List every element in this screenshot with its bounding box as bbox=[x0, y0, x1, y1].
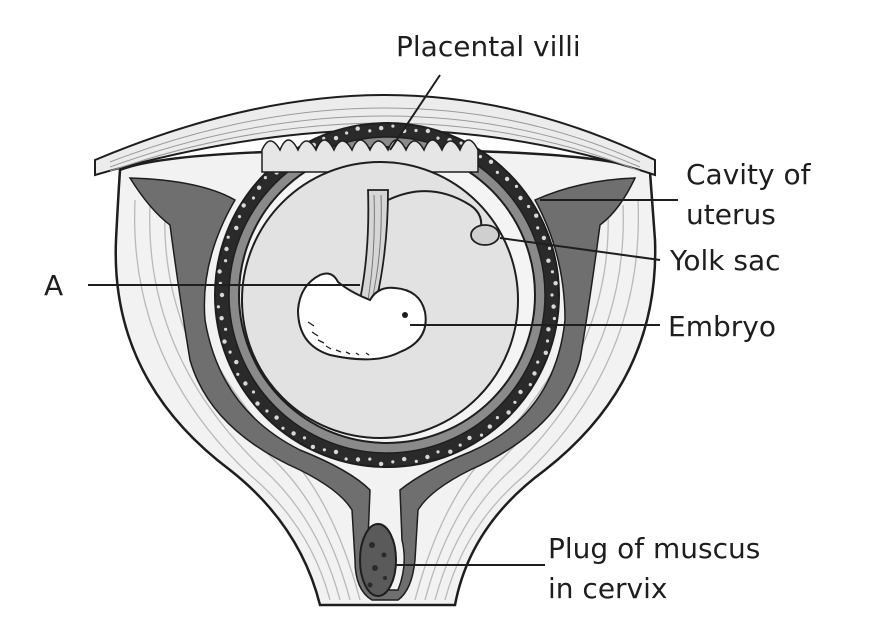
villi-dot bbox=[345, 457, 348, 460]
label-plug-line2: in cervix bbox=[548, 572, 667, 605]
villi-dot bbox=[224, 259, 227, 262]
villi-dot bbox=[236, 373, 239, 376]
villi-dot bbox=[534, 214, 538, 218]
villi-dot bbox=[220, 293, 224, 297]
villi-dot bbox=[479, 155, 482, 158]
villi-dot bbox=[243, 381, 247, 385]
label-cavity-of-uterus-line1: Cavity of bbox=[686, 158, 812, 191]
villi-dot bbox=[496, 416, 499, 419]
villi-dot bbox=[303, 436, 306, 439]
villi-dot bbox=[518, 196, 522, 200]
villi-dot bbox=[252, 390, 255, 393]
villi-dot bbox=[323, 448, 326, 451]
villi-dot bbox=[548, 247, 551, 250]
villi-dot bbox=[224, 328, 227, 331]
villi-dot bbox=[448, 450, 452, 454]
label-cavity-of-uterus-line2: uterus bbox=[686, 198, 776, 231]
villi-dot bbox=[542, 236, 546, 240]
villi-dot bbox=[217, 305, 220, 308]
villi-dot bbox=[379, 462, 383, 466]
label-yolk-sac: Yolk sac bbox=[669, 244, 781, 277]
villi-dot bbox=[436, 450, 439, 453]
villi-dot bbox=[550, 293, 553, 296]
label-embryo: Embryo bbox=[668, 310, 776, 343]
label-plug-line1: Plug of muscus bbox=[548, 532, 760, 565]
villi-dot bbox=[356, 126, 360, 130]
villi-dot bbox=[252, 196, 255, 199]
villi-dot bbox=[238, 215, 241, 218]
villi-dot bbox=[255, 401, 259, 405]
villi-dot bbox=[402, 457, 406, 461]
villi-dot bbox=[242, 203, 246, 207]
villi-dot bbox=[527, 205, 530, 208]
villi-dot bbox=[553, 281, 557, 285]
villi-dot bbox=[505, 177, 509, 181]
villi-dot bbox=[414, 129, 417, 132]
villi-dot bbox=[334, 136, 338, 140]
villi-dot bbox=[334, 450, 338, 454]
villi-dot bbox=[415, 460, 418, 463]
villi-dot bbox=[264, 176, 267, 179]
villi-dot bbox=[274, 415, 278, 419]
villi-dot bbox=[546, 327, 550, 331]
villi-dot bbox=[506, 410, 510, 414]
villi-dot bbox=[227, 236, 230, 239]
villi-dot bbox=[544, 351, 548, 355]
villi-dot bbox=[368, 458, 371, 461]
villi-dot bbox=[459, 444, 462, 447]
villi-dot bbox=[551, 270, 554, 273]
label-placental-villi: Placental villi bbox=[396, 30, 581, 63]
villi-dot bbox=[546, 339, 549, 342]
villi-dot bbox=[234, 226, 238, 230]
villi-dot bbox=[224, 247, 228, 251]
villi-dot bbox=[217, 269, 221, 273]
villi-dot bbox=[467, 436, 471, 440]
villi-dot bbox=[436, 137, 439, 140]
villi-dot bbox=[553, 317, 556, 320]
villi-dot bbox=[291, 431, 295, 435]
villi-dot bbox=[480, 434, 483, 437]
villi-dot bbox=[234, 360, 238, 364]
villi-dot bbox=[345, 131, 348, 134]
villi-dot bbox=[546, 259, 550, 263]
villi-dot bbox=[551, 304, 555, 308]
embryo-eye bbox=[402, 312, 408, 318]
villi-dot bbox=[356, 457, 360, 461]
villi-dot bbox=[489, 160, 493, 164]
cervical-plug bbox=[360, 524, 396, 596]
villi-dot bbox=[391, 125, 394, 128]
villi-dot bbox=[229, 351, 232, 354]
villi-dot bbox=[391, 460, 394, 463]
villi-dot bbox=[529, 383, 532, 386]
villi-dot bbox=[488, 424, 492, 428]
villi-dot bbox=[281, 427, 284, 430]
villi-dot bbox=[368, 129, 371, 132]
villi-dot bbox=[265, 409, 268, 412]
villi-dot bbox=[518, 390, 522, 394]
villi-dot bbox=[426, 129, 430, 133]
villi-dot bbox=[496, 171, 499, 174]
villi-dot bbox=[515, 185, 518, 188]
villi-dot bbox=[536, 226, 539, 229]
villi-dot bbox=[425, 455, 429, 459]
villi-dot bbox=[311, 445, 315, 449]
villi-dot bbox=[532, 371, 536, 375]
villi-dot bbox=[222, 339, 226, 343]
villi-dot bbox=[379, 126, 383, 130]
yolk-sac bbox=[471, 225, 499, 245]
villi-dot bbox=[257, 186, 261, 190]
villi-dot bbox=[513, 401, 516, 404]
villi-dot bbox=[536, 361, 539, 364]
label-a: A bbox=[44, 269, 63, 302]
villi-dot bbox=[219, 316, 223, 320]
